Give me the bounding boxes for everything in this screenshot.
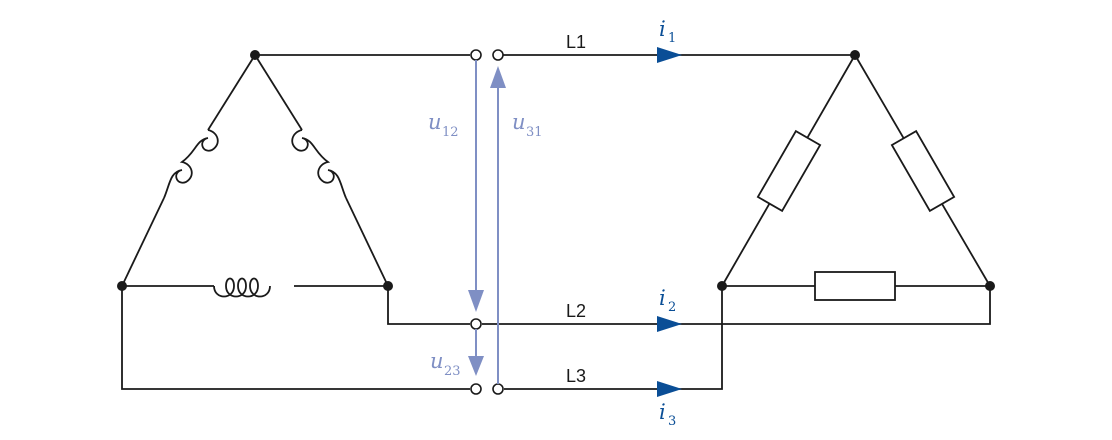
source-right-leg-wire-lower xyxy=(345,197,389,287)
load-top-node xyxy=(850,50,860,60)
voltage-arrows xyxy=(468,60,506,384)
label-l2: L2 xyxy=(566,301,586,321)
l2-wire-left xyxy=(387,286,470,325)
u23-arrow-head xyxy=(468,356,484,376)
source-delta xyxy=(117,50,393,298)
source-right-coil xyxy=(291,129,347,199)
i2-subscript: 2 xyxy=(668,300,676,315)
l2-wire-right xyxy=(482,286,991,325)
l3-wire-left xyxy=(121,286,470,390)
l3-terminal-a xyxy=(470,383,482,395)
u23-subscript: 23 xyxy=(444,364,461,379)
label-u31: u 31 xyxy=(512,110,543,140)
i1-symbol: i xyxy=(659,17,666,41)
source-bottom-coil xyxy=(213,277,271,298)
load-resistor-bottom xyxy=(814,271,896,301)
u31-subscript: 31 xyxy=(526,125,543,140)
load-resistor-right xyxy=(890,129,956,213)
i3-symbol: i xyxy=(659,400,666,424)
i3-arrow-head xyxy=(657,381,682,397)
label-i3: i 3 xyxy=(659,400,676,429)
load-resistor-left xyxy=(756,129,822,213)
i3-subscript: 3 xyxy=(668,414,676,429)
l1-terminal-b xyxy=(492,49,504,61)
i2-arrow-head xyxy=(657,316,682,332)
i1-subscript: 1 xyxy=(668,31,676,46)
u12-arrow-head xyxy=(468,290,484,312)
u31-symbol: u xyxy=(512,110,526,134)
source-left-leg-wire xyxy=(207,54,256,131)
u12-symbol: u xyxy=(428,110,442,134)
label-l3: L3 xyxy=(566,366,586,386)
current-arrows xyxy=(657,47,682,397)
l1-terminal-a xyxy=(470,49,482,61)
line-l3 xyxy=(121,286,723,395)
load-delta xyxy=(717,50,995,301)
load-right-node xyxy=(985,281,995,291)
label-u12: u 12 xyxy=(428,110,459,140)
source-left-leg-wire-lower xyxy=(121,197,165,287)
label-i1: i 1 xyxy=(659,17,676,46)
label-u23: u 23 xyxy=(430,349,461,379)
l3-wire-right xyxy=(504,286,723,390)
i1-arrow-head xyxy=(657,47,682,63)
line-l1 xyxy=(255,49,855,61)
label-i2: i 2 xyxy=(659,286,676,315)
source-right-leg-wire xyxy=(254,54,303,131)
source-left-coil xyxy=(163,129,219,199)
u23-symbol: u xyxy=(430,349,444,373)
l3-terminal-b xyxy=(492,383,504,395)
load-left-node xyxy=(717,281,727,291)
u12-subscript: 12 xyxy=(442,125,459,140)
label-l1: L1 xyxy=(566,32,586,52)
l2-terminal xyxy=(470,318,482,330)
u31-arrow-head xyxy=(490,66,506,88)
i2-symbol: i xyxy=(659,286,666,310)
